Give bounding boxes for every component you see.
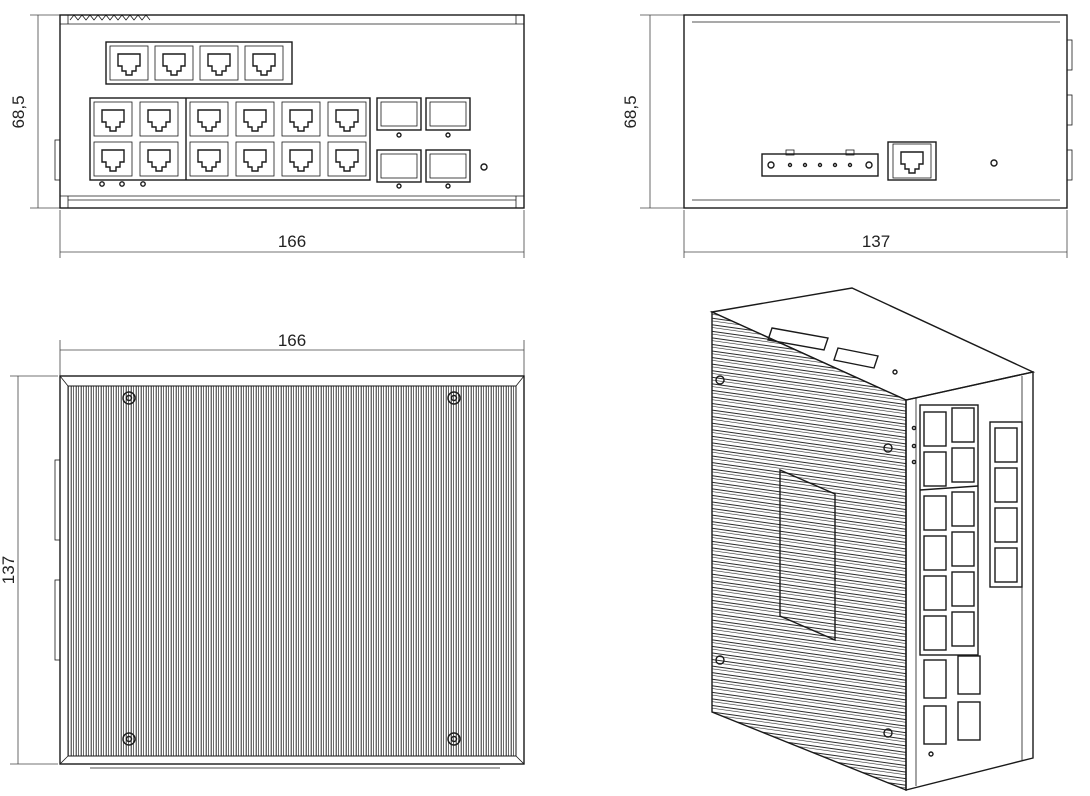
- top-width-label: 166: [278, 331, 306, 350]
- side-depth-label: 137: [862, 232, 890, 251]
- isometric-view: [709, 287, 1036, 792]
- front-view: 68,5 166: [9, 14, 525, 258]
- top-depth-label: 137: [0, 556, 18, 584]
- front-height-label: 68,5: [9, 95, 28, 128]
- side-height-label: 68,5: [621, 95, 640, 128]
- side-view: 68,5 137: [621, 14, 1073, 258]
- front-width-label: 166: [278, 232, 306, 251]
- top-view: 166 137: [0, 331, 525, 769]
